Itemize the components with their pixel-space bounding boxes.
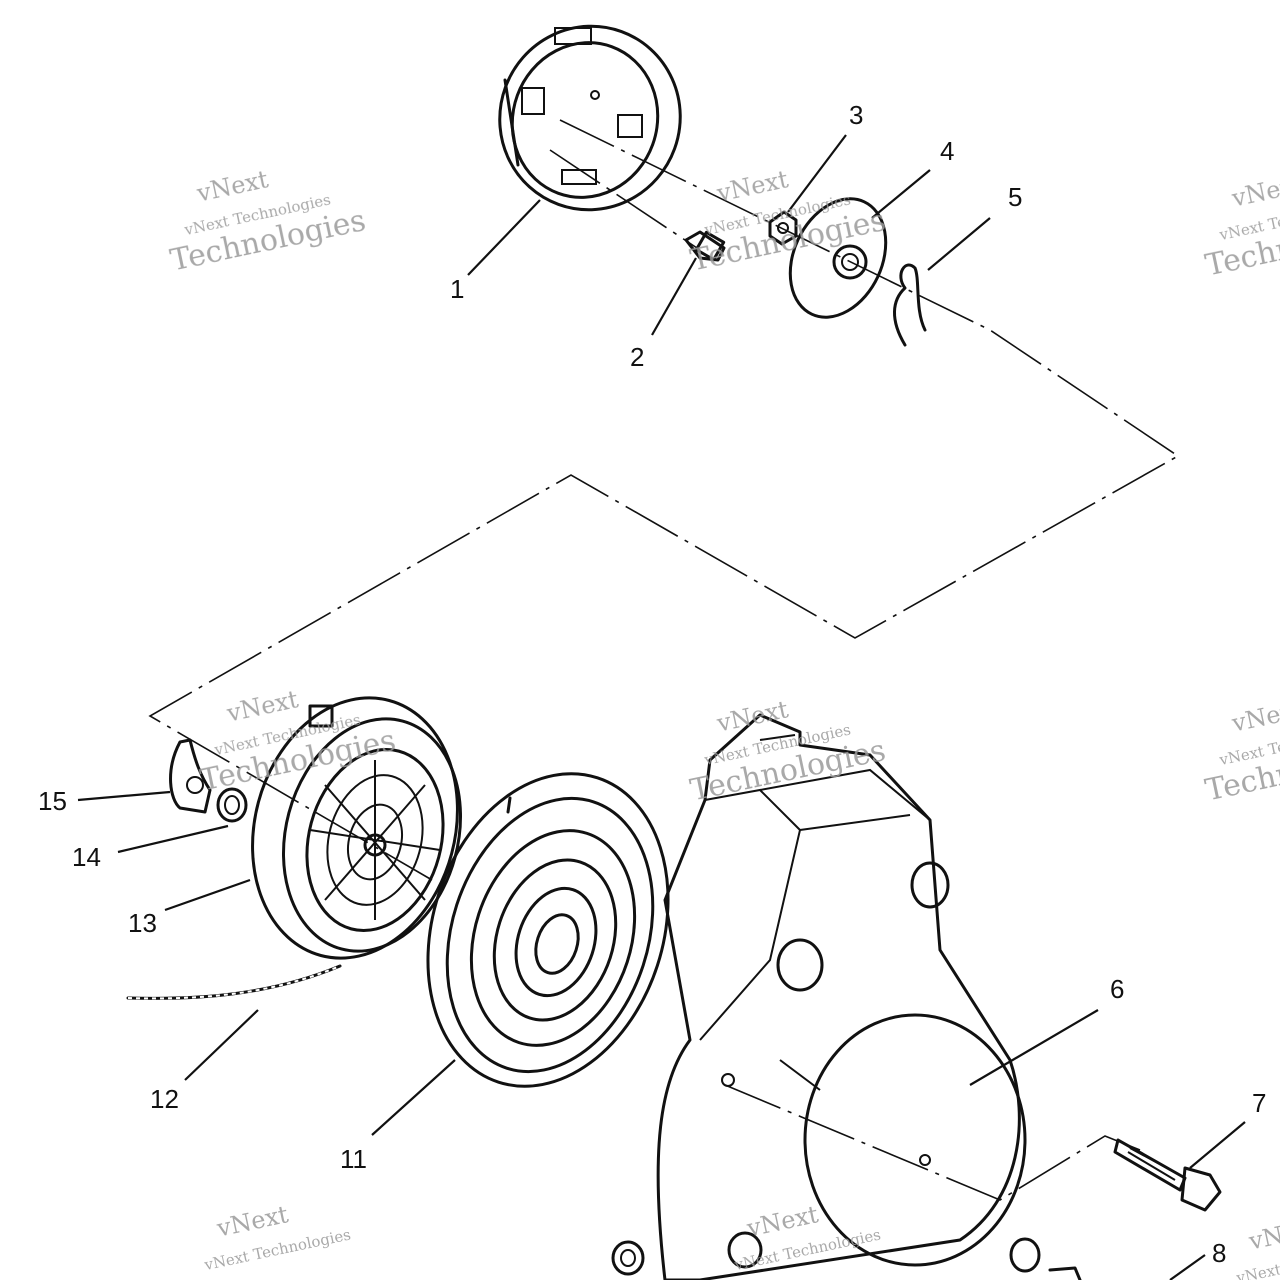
svg-text:vNext: vNext (714, 695, 792, 738)
assembly-center-lines (148, 119, 1180, 1201)
part-5-clip (893, 263, 927, 347)
callout-14: 14 (72, 842, 101, 872)
callout-11: 11 (340, 1144, 367, 1174)
part-14-spring (216, 787, 248, 823)
callout-12: 12 (150, 1084, 179, 1114)
callout-8: 8 (1212, 1238, 1226, 1268)
svg-text:vNext: vNext (1229, 170, 1280, 213)
watermark-6: vNext vNext Technologies Technologies (1202, 695, 1280, 808)
callout-4: 4 (940, 136, 954, 166)
svg-text:vNext: vNext (1246, 1213, 1280, 1256)
watermark-8: vNext vNext Technologies (732, 1200, 882, 1274)
svg-text:vNext: vNext (744, 1200, 822, 1243)
callout-2: 2 (630, 342, 644, 372)
watermark-5: vNext vNext Technologies Technologies (687, 695, 888, 808)
watermark-9: vNext vNext Technologies (1234, 1213, 1280, 1280)
svg-text:vNext: vNext (214, 1200, 292, 1243)
part-3-nut (768, 210, 798, 246)
callout-3: 3 (849, 100, 863, 130)
svg-text:vNext: vNext (714, 165, 792, 208)
part-11-recoil-spring (426, 772, 670, 1088)
callout-7: 7 (1252, 1088, 1266, 1118)
part-2-bolt (684, 230, 726, 262)
part-6-housing (656, 713, 1027, 1280)
svg-text:vNext: vNext (224, 685, 302, 728)
watermark-1: vNext vNext Technologies Technologies (167, 165, 368, 278)
watermark-3: vNext vNext Technologies Technologies (1202, 170, 1280, 283)
watermarks: vNext vNext Technologies Technologies vN… (167, 165, 1280, 1280)
leader-lines (77, 134, 1246, 1280)
callout-6: 6 (1110, 974, 1124, 1004)
bottom-nut (611, 1231, 763, 1276)
callout-labels: 1 2 3 4 5 6 7 8 11 12 13 14 15 (38, 100, 1266, 1268)
part-7-bolt (1113, 1138, 1222, 1212)
part-13-pulley (251, 696, 463, 960)
part-4-plate (788, 197, 888, 319)
part-15-pawl (169, 738, 212, 814)
callout-5: 5 (1008, 182, 1022, 212)
callout-1: 1 (450, 274, 464, 304)
part-1-starter-cup (498, 24, 682, 212)
svg-text:vNext: vNext (194, 165, 272, 208)
watermark-7: vNext vNext Technologies (202, 1200, 352, 1274)
callout-15: 15 (38, 786, 67, 816)
callout-13: 13 (128, 908, 157, 938)
svg-text:vNext: vNext (1229, 695, 1280, 738)
part-12-rope (126, 964, 342, 1000)
part-8-fastener (1009, 1237, 1082, 1280)
